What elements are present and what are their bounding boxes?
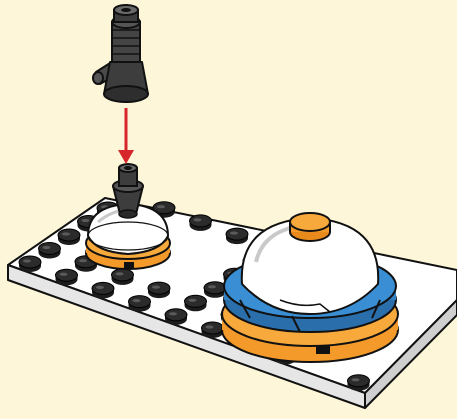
- stud-highlight: [189, 299, 197, 302]
- stud-highlight: [82, 219, 90, 222]
- stud-highlight: [62, 232, 70, 235]
- gray-connector-piece: [93, 5, 148, 102]
- assembly-arrow: [118, 108, 134, 164]
- stud-highlight: [194, 218, 202, 221]
- stud-highlight: [116, 272, 124, 275]
- stud-highlight: [133, 299, 141, 302]
- stud-highlight: [152, 286, 160, 289]
- stud-highlight: [157, 205, 165, 208]
- stud-highlight: [206, 325, 214, 328]
- stud-highlight: [43, 246, 51, 249]
- stud-highlight: [208, 285, 216, 288]
- stud-highlight: [60, 273, 68, 276]
- stud-highlight: [352, 378, 360, 381]
- stud-highlight: [230, 232, 238, 235]
- stud-highlight: [96, 286, 104, 289]
- small-white-dome-assembly: [86, 164, 170, 269]
- stud-highlight: [23, 259, 31, 262]
- stud-highlight: [169, 312, 177, 315]
- stud-highlight: [79, 259, 87, 262]
